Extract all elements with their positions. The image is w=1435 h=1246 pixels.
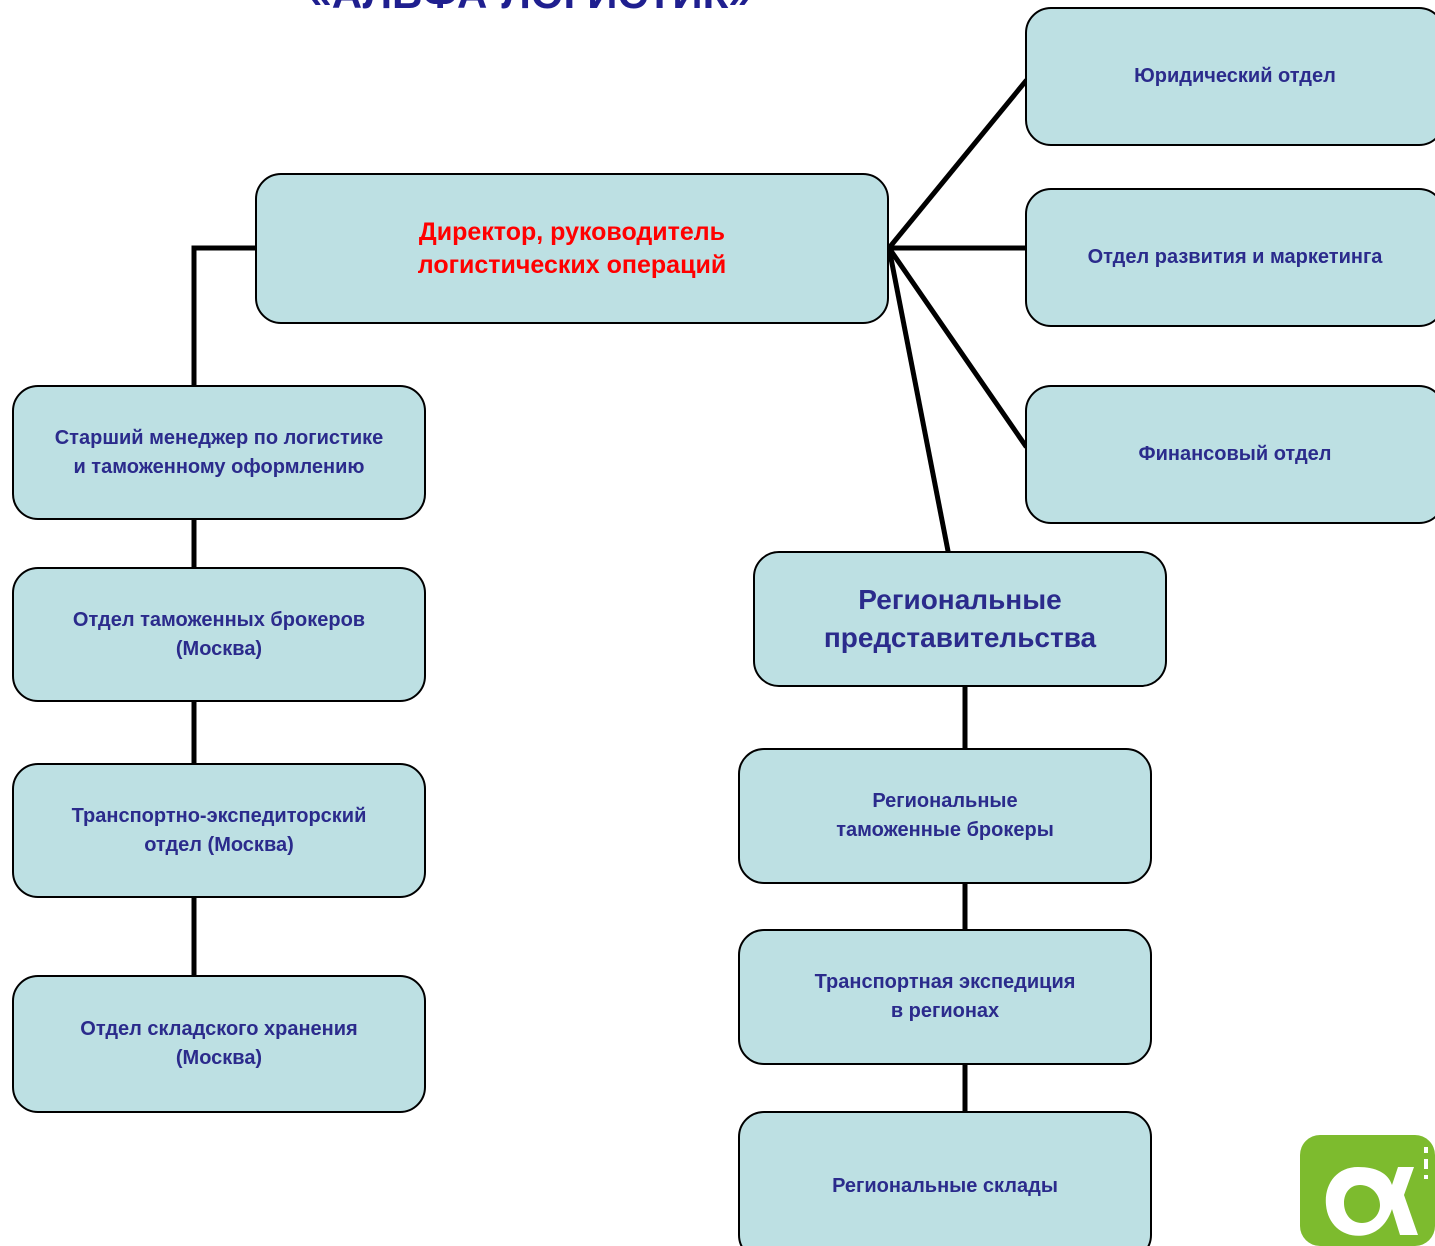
node-marketing-department: Отдел развития и маркетинга [1025,188,1435,327]
node-regional-brokers: Региональные таможенные брокеры [738,748,1152,884]
node-warehouse-department: Отдел складского хранения (Москва) [12,975,426,1113]
node-finance-department: Финансовый отдел [1025,385,1435,524]
node-director: Директор, руководитель логистических опе… [255,173,889,324]
node-senior-manager: Старший менеджер по логистике и таможенн… [12,385,426,520]
page-title: «АЛЬФА-ЛОГИСТИК» [220,0,840,18]
connector-director-legal [885,78,1029,252]
connector-director-regional [886,245,951,554]
connector-director-finance [885,244,1029,449]
node-customs-brokers: Отдел таможенных брокеров (Москва) [12,567,426,702]
node-legal-department: Юридический отдел [1025,7,1435,146]
node-regional-offices: Региональные представительства [753,551,1167,687]
node-forwarding-department: Транспортно-экспедиторский отдел (Москва… [12,763,426,898]
node-regional-warehouses: Региональные склады [738,1111,1152,1246]
connector-director-senior [191,245,258,388]
node-regional-transport: Транспортная экспедиция в регионах [738,929,1152,1065]
alpha-logo-icon [1300,1135,1435,1246]
